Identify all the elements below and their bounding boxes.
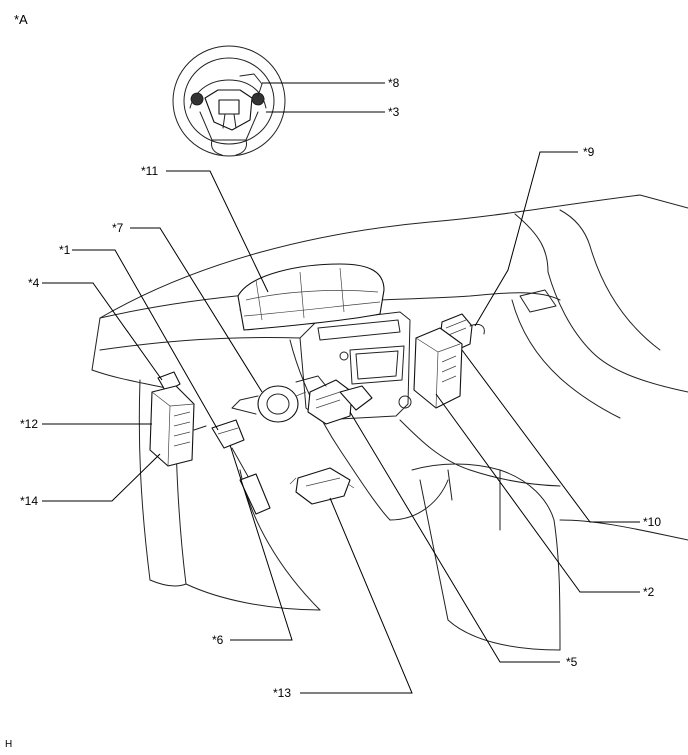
callout-3: *3 [388,105,400,119]
steering-wheel-inset [172,45,286,157]
column-switch [295,375,373,425]
footer-code: H [5,739,13,750]
callout-1: *1 [59,243,71,257]
leader-lines [42,82,640,694]
callout-2: *2 [643,585,655,599]
callout-8: *8 [388,76,400,90]
callout-9: *9 [583,145,595,159]
callout-12: *12 [20,417,39,431]
callout-11: *11 [141,164,159,178]
callout-7: *7 [112,221,124,235]
sheet-label: *A [14,12,28,27]
callout-10: *10 [643,515,662,529]
accelerator-pedal [211,419,271,515]
spiral-cable [231,385,307,423]
callout-6: *6 [212,633,224,647]
dashboard-outline [91,194,688,651]
callout-4: *4 [28,276,40,290]
airbag-sensor [289,467,355,505]
callout-5: *5 [566,655,578,669]
left-junction-block [149,371,207,467]
callout-14: *14 [20,494,39,508]
ecu-right [413,327,463,409]
callout-13: *13 [273,686,292,700]
combination-meter [237,263,385,331]
